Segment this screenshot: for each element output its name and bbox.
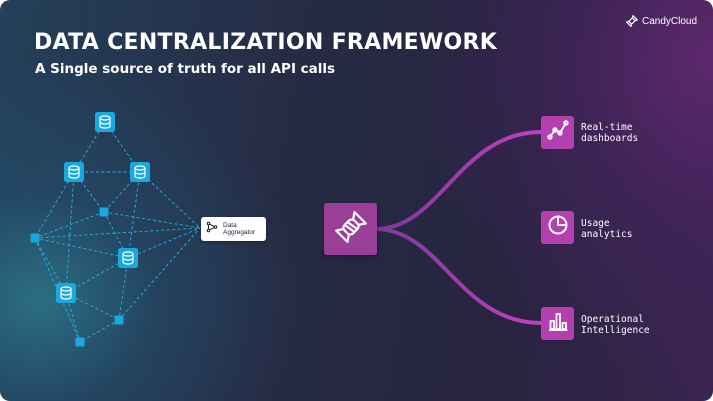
output-usage [541, 211, 574, 244]
database-icon [95, 112, 115, 132]
network-node [30, 233, 40, 243]
network-node [99, 207, 109, 217]
brand-name: CandyCloud [642, 15, 698, 27]
database-icon [118, 248, 138, 268]
output-label-operational: Operational Intelligence [581, 314, 650, 336]
data-aggregator-node: Data Aggregator [201, 217, 266, 241]
branch-icon [206, 220, 218, 238]
output-label-usage: Usage analytics [581, 218, 633, 240]
output-dashboards [541, 116, 574, 149]
database-icon [64, 162, 84, 182]
candy-icon [626, 15, 638, 27]
network-edges [34, 121, 201, 343]
line-chart-icon [546, 118, 570, 147]
page-subtitle: A Single source of truth for all API cal… [35, 61, 336, 77]
data-aggregator-label: Data Aggregator [223, 221, 256, 237]
bar-chart-icon [546, 309, 570, 338]
network-node [114, 315, 124, 325]
database-icon [56, 283, 76, 303]
candy-icon [334, 210, 368, 249]
network-small-nodes [30, 207, 124, 347]
curve-dashboards [374, 130, 543, 231]
brand-logo: CandyCloud [626, 15, 697, 27]
curve-operational [374, 227, 543, 325]
database-icon [130, 162, 150, 182]
output-label-dashboards: Real-time dashboards [581, 122, 639, 144]
database-nodes [56, 112, 150, 303]
output-operational [541, 307, 574, 340]
page-title: DATA CENTRALIZATION FRAMEWORK [34, 30, 498, 55]
output-curves [374, 130, 543, 325]
pie-chart-icon [546, 213, 570, 242]
central-hub [324, 203, 377, 255]
network-node [75, 337, 85, 347]
